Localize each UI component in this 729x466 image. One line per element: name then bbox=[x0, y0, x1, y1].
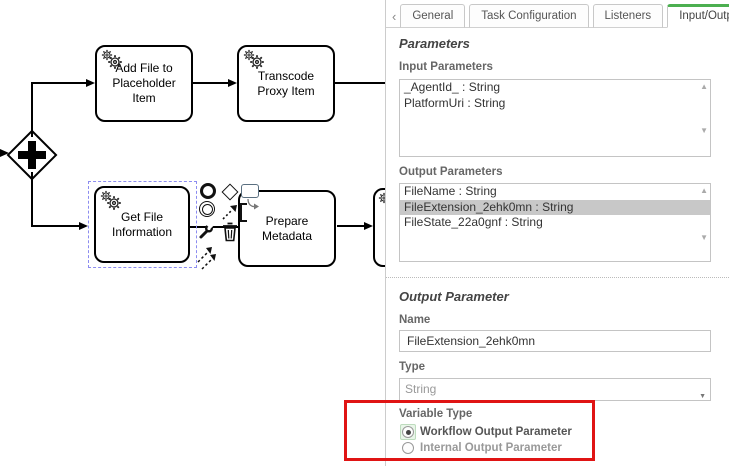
arrowhead-icon bbox=[79, 221, 88, 230]
list-item[interactable]: _AgentId_ : String bbox=[404, 80, 501, 94]
tab-listeners[interactable]: Listeners bbox=[592, 4, 664, 28]
arrowhead-icon bbox=[364, 221, 373, 230]
trash-icon[interactable] bbox=[222, 222, 238, 242]
tab-task-configuration[interactable]: Task Configuration bbox=[469, 4, 589, 28]
radio-button-icon[interactable] bbox=[402, 442, 414, 454]
list-item[interactable]: FileName : String bbox=[404, 184, 497, 198]
variable-type-label: Variable Type bbox=[399, 408, 473, 420]
sequence-flow[interactable] bbox=[190, 226, 238, 228]
sequence-flow[interactable] bbox=[31, 83, 33, 137]
task-label: Get File Information bbox=[111, 209, 173, 239]
output-parameter-heading: Output Parameter bbox=[399, 289, 509, 304]
sequence-flow[interactable] bbox=[31, 225, 80, 227]
scroll-up-icon[interactable]: ▲ bbox=[700, 82, 708, 91]
scroll-up-icon[interactable]: ▲ bbox=[700, 186, 708, 195]
section-divider bbox=[386, 277, 729, 278]
tab-input-output[interactable]: Input/Output bbox=[667, 4, 729, 28]
task-prepare-metadata[interactable]: Prepare Metadata bbox=[238, 190, 336, 267]
radio-internal-output-parameter[interactable]: Internal Output Parameter bbox=[402, 442, 562, 454]
tab-scroll-left-icon[interactable]: ‹ bbox=[392, 9, 397, 24]
dropdown-arrow-icon: ▼ bbox=[699, 393, 706, 400]
append-association-icon[interactable] bbox=[197, 247, 219, 271]
sequence-flow[interactable] bbox=[335, 82, 385, 84]
tab-general[interactable]: General bbox=[400, 4, 466, 28]
append-task-icon[interactable] bbox=[241, 184, 259, 198]
properties-tab-bar: ‹ General Task Configuration Listeners I… bbox=[386, 3, 729, 28]
task-label: Add File to Placeholder Item bbox=[112, 61, 176, 105]
name-input[interactable]: FileExtension_2ehk0mn bbox=[399, 330, 711, 352]
task-get-file-information[interactable]: Get File Information bbox=[94, 186, 190, 263]
list-item-selected[interactable]: FileExtension_2ehk0mn : String bbox=[400, 199, 710, 215]
arrowhead-icon bbox=[86, 78, 95, 87]
radio-workflow-output-parameter[interactable]: Workflow Output Parameter bbox=[400, 424, 572, 440]
task-add-file-to-placeholder-item[interactable]: Add File to Placeholder Item bbox=[95, 45, 193, 122]
radio-label: Workflow Output Parameter bbox=[420, 426, 572, 438]
output-parameters-list[interactable]: FileName : String FileExtension_2ehk0mn … bbox=[399, 183, 711, 262]
input-parameters-list[interactable]: _AgentId_ : String PlatformUri : String … bbox=[399, 79, 711, 157]
arrowhead-icon bbox=[0, 149, 9, 157]
arrowhead-icon bbox=[228, 78, 237, 87]
radio-label: Internal Output Parameter bbox=[420, 442, 562, 454]
gateway-plus-icon bbox=[28, 141, 36, 169]
sequence-flow[interactable] bbox=[31, 82, 86, 84]
selection-outline bbox=[88, 181, 197, 268]
type-label: Type bbox=[399, 361, 425, 373]
radio-button-icon[interactable] bbox=[400, 424, 416, 440]
sequence-flow[interactable] bbox=[31, 172, 33, 227]
scroll-down-icon[interactable]: ▼ bbox=[700, 233, 708, 242]
type-select-value: String bbox=[405, 382, 437, 396]
task-label: Transcode Proxy Item bbox=[257, 68, 315, 98]
sequence-flow[interactable] bbox=[193, 82, 230, 84]
list-item[interactable]: PlatformUri : String bbox=[404, 95, 506, 110]
parameters-heading: Parameters bbox=[399, 36, 470, 51]
input-parameters-label: Input Parameters bbox=[399, 61, 493, 73]
append-gateway-icon[interactable] bbox=[221, 183, 239, 201]
task-label: Prepare Metadata bbox=[261, 213, 313, 243]
scroll-down-icon[interactable]: ▼ bbox=[700, 126, 708, 135]
append-curve-arrow-icon bbox=[247, 199, 259, 210]
connect-tool-icon[interactable] bbox=[221, 204, 239, 222]
name-label: Name bbox=[399, 314, 431, 326]
append-intermediate-event-icon[interactable] bbox=[199, 201, 215, 217]
type-select[interactable]: String ▼ bbox=[399, 378, 711, 401]
output-parameters-label: Output Parameters bbox=[399, 166, 503, 178]
text-annotation-icon[interactable] bbox=[240, 203, 247, 222]
sequence-flow[interactable] bbox=[337, 225, 366, 227]
wrench-icon[interactable] bbox=[198, 223, 216, 241]
properties-panel: ‹ General Task Configuration Listeners I… bbox=[385, 0, 729, 466]
task-transcode-proxy-item[interactable]: Transcode Proxy Item bbox=[237, 45, 335, 122]
list-item[interactable]: FileState_22a0gnf : String bbox=[404, 215, 543, 229]
append-end-event-icon[interactable] bbox=[200, 183, 216, 199]
